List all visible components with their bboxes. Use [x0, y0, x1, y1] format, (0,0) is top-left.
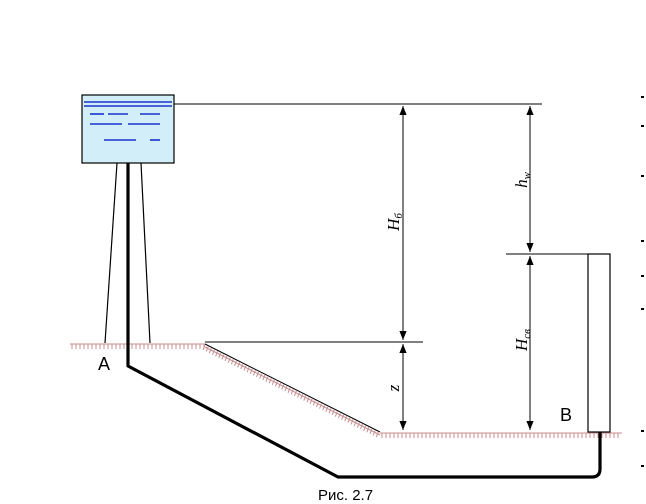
- page-edge-marks: [641, 96, 644, 467]
- water-tank: [81, 94, 175, 164]
- ground-surface: [70, 343, 622, 438]
- reference-lines: [174, 103, 588, 343]
- label-head-loss: hw: [512, 171, 533, 188]
- dimension-arrows: [399, 106, 534, 430]
- ground-slope-line: [204, 343, 381, 433]
- water-surface-lines: [84, 101, 172, 141]
- label-tower-height: Hб: [384, 213, 405, 232]
- label-free-head: Hсв: [512, 329, 533, 352]
- pipeline: [126, 163, 602, 479]
- figure-caption: Рис. 2.7: [318, 487, 374, 504]
- label-point-b: B: [560, 405, 572, 425]
- tower-legs: [104, 162, 151, 344]
- label-elevation-z: z: [384, 384, 403, 392]
- piezometer-tube: [587, 253, 611, 433]
- label-point-a: A: [98, 354, 110, 374]
